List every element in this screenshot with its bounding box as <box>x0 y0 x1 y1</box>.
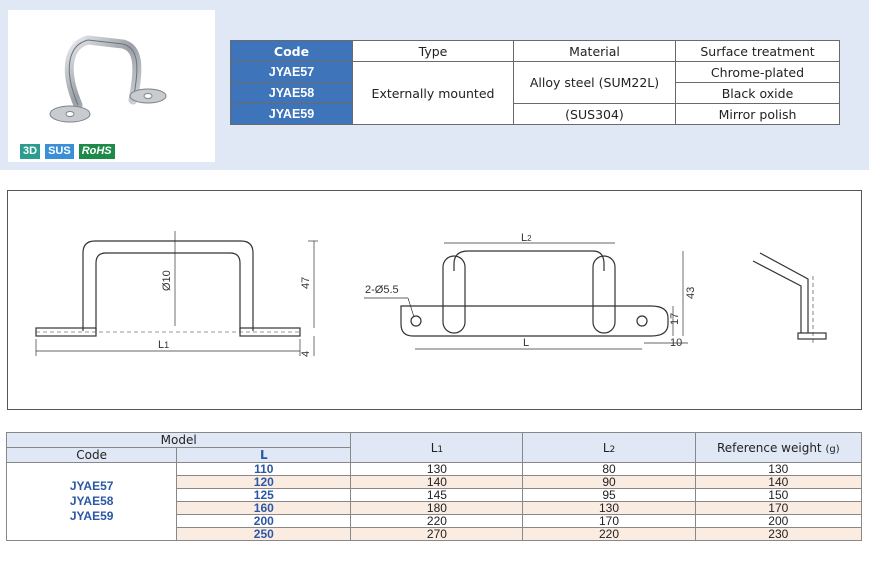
surface-chrome: Chrome-plated <box>675 61 840 83</box>
front-dim-length-letter: L <box>158 339 164 351</box>
badge-sus: SUS <box>45 144 74 159</box>
code-jyae57: JYAE57 <box>230 61 353 83</box>
table-row: 120 140 90 140 <box>7 475 863 489</box>
cell-weight: 150 <box>694 488 863 502</box>
badge-rohs: RoHS <box>78 144 115 159</box>
weight-header: Reference weight (g) <box>694 432 863 463</box>
l2-header-letter: L <box>602 440 610 455</box>
top-dim-holes: 2-Ø5.5 <box>365 284 399 296</box>
spec-table: Code Type Material Surface treatment JYA… <box>230 40 840 125</box>
cell-l: 125 <box>176 488 352 502</box>
l-header: L <box>176 447 352 463</box>
l1-header-sub: 1 <box>437 444 444 455</box>
material-alloy-cell: Alloy steel (SUM22L) <box>513 61 676 104</box>
weight-header-label: Reference weight <box>716 440 822 455</box>
header-code: Code <box>230 40 353 62</box>
l2-header-sub: 2 <box>609 444 616 455</box>
table-row: 200 220 170 200 <box>7 514 863 528</box>
codes-line-1: JYAE57 <box>69 479 114 493</box>
front-view <box>35 240 301 337</box>
code-header: Code <box>5 447 178 463</box>
cell-l: 160 <box>176 501 352 515</box>
cell-l2: 80 <box>522 462 696 476</box>
top-dimensions <box>364 242 688 350</box>
material-sus-cell: (SUS304) <box>513 103 676 125</box>
front-dim-thickness: 4 <box>300 351 312 357</box>
handle-product-image <box>49 35 167 123</box>
type-cell: Externally mounted <box>352 61 514 125</box>
cell-l2: 220 <box>522 527 696 541</box>
cell-weight: 230 <box>694 527 863 541</box>
cell-l: 250 <box>176 527 352 541</box>
code-jyae59: JYAE59 <box>230 103 353 125</box>
cell-l1: 220 <box>350 514 524 528</box>
surface-black-oxide: Black oxide <box>675 82 840 104</box>
top-dim-l2-letter: L <box>521 232 527 244</box>
technical-drawing: Ø10 47 4 L1 2-Ø5.5 L2 L 43 17 10 <box>7 190 862 410</box>
top-view <box>400 250 669 337</box>
code-jyae58: JYAE58 <box>230 82 353 104</box>
table-row: JYAE57 JYAE58 JYAE59 110 130 80 130 <box>5 462 863 541</box>
dimension-drawing: Ø10 47 4 L1 2-Ø5.5 L2 L 43 17 10 <box>35 231 827 357</box>
header-material: Material <box>513 40 676 62</box>
cell-l2: 170 <box>522 514 696 528</box>
l1-header: L1 <box>350 432 524 463</box>
codes-cell: JYAE57 JYAE58 JYAE59 <box>5 462 178 541</box>
top-dim-length: L <box>523 337 529 349</box>
header-surface-treatment: Surface treatment <box>675 40 840 62</box>
cell-l2: 130 <box>522 501 696 515</box>
cell-weight: 130 <box>694 462 863 476</box>
side-view <box>752 252 827 343</box>
top-dim-l2-sub: 2 <box>527 234 532 243</box>
badge-3d: 3D <box>20 144 41 159</box>
top-dim-l2: L2 <box>521 232 532 244</box>
model-header: Model <box>5 432 352 448</box>
cell-l: 200 <box>176 514 352 528</box>
front-dim-length: L1 <box>158 339 169 351</box>
cell-l: 120 <box>176 475 352 489</box>
cell-l1: 270 <box>350 527 524 541</box>
weight-header-unit: (g) <box>825 443 840 455</box>
cell-l: 110 <box>176 462 352 476</box>
product-image-card: 3D SUS RoHS <box>8 10 215 162</box>
certification-badges: 3D SUS RoHS <box>20 144 115 159</box>
l2-header: L2 <box>522 432 696 463</box>
table-row: 250 270 220 230 <box>7 527 863 541</box>
cell-l1: 145 <box>350 488 524 502</box>
surface-mirror-polish: Mirror polish <box>675 103 840 125</box>
top-dim-height-17: 17 <box>669 313 681 325</box>
front-dim-length-sub: 1 <box>164 340 169 350</box>
front-dimensions <box>35 231 318 356</box>
cell-l1: 180 <box>350 501 524 515</box>
front-dim-height: 47 <box>300 277 312 289</box>
header-type: Type <box>352 40 514 62</box>
codes-line-3: JYAE59 <box>69 509 114 523</box>
codes-line-2: JYAE58 <box>69 494 114 508</box>
top-dim-height-43: 43 <box>685 287 697 299</box>
cell-weight: 200 <box>694 514 863 528</box>
l1-header-letter: L <box>430 440 438 455</box>
cell-weight: 170 <box>694 501 863 515</box>
cell-l2: 95 <box>522 488 696 502</box>
table-row: 125 145 95 150 <box>7 488 863 502</box>
cell-l1: 130 <box>350 462 524 476</box>
table-row: 160 180 130 170 <box>7 501 863 515</box>
dimensions-table: Model L1 L2 Reference weight (g) Code L … <box>5 432 863 541</box>
cell-l2: 90 <box>522 475 696 489</box>
cell-l1: 140 <box>350 475 524 489</box>
top-dim-width-10: 10 <box>670 337 682 349</box>
front-dim-diameter: Ø10 <box>161 270 173 291</box>
cell-weight: 140 <box>694 475 863 489</box>
